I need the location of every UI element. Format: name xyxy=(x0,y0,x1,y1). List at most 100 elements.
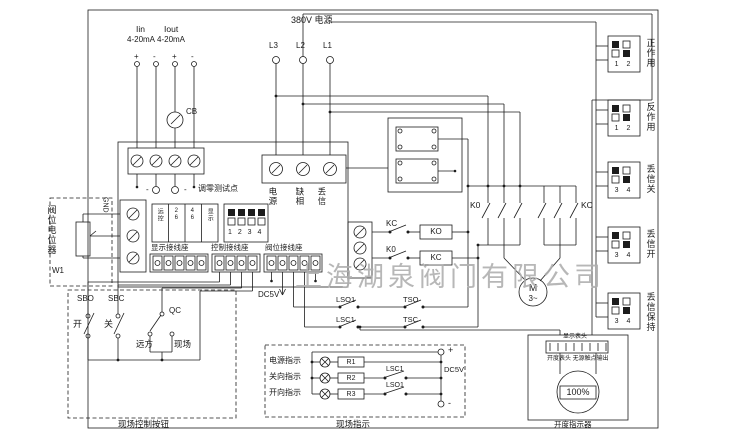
motor-label: M xyxy=(528,283,538,294)
polarity-minus-2: - xyxy=(191,52,194,61)
opening-value: 100% xyxy=(566,387,590,397)
open-ind-label: 开向指示 xyxy=(269,388,301,397)
local-control-bus xyxy=(88,358,200,362)
iout-label: Iout xyxy=(164,24,179,34)
power-ind-label: 电源指示 xyxy=(269,356,301,365)
display-block-label: 显示接线座 xyxy=(151,243,189,252)
lamp-row-openind xyxy=(312,386,441,400)
test-mark-right: - xyxy=(184,185,187,194)
power-terminal-block xyxy=(261,154,347,184)
lamp-row-close xyxy=(312,370,441,384)
sbo-button-symbol xyxy=(83,304,95,360)
dip-pins-3: 3 4 xyxy=(614,187,634,194)
gnd-label: GND xyxy=(101,197,109,213)
tsc-label: TSC xyxy=(403,315,418,324)
lso1-ind-label: LSO1 xyxy=(386,382,404,389)
dip-pins-1: 1 2 xyxy=(614,61,634,68)
kc-coil-label: KC xyxy=(430,253,442,262)
dip-switch-blocks xyxy=(596,35,641,330)
minus-label: - xyxy=(448,398,451,408)
lamp-row-power xyxy=(312,356,441,368)
limit-line-open xyxy=(293,299,468,309)
dc5v-ind-label: DC5V xyxy=(444,365,465,374)
gnd-terminal-block xyxy=(119,199,147,273)
lso1-label: LSO1 xyxy=(336,295,356,304)
polarity-plus-2: + xyxy=(172,52,177,61)
dip-pins-2: 1 2 xyxy=(614,125,634,132)
kc-contact-label: KC xyxy=(386,219,398,228)
phase-l3: L3 xyxy=(269,41,278,50)
k0-contact-label: K0 xyxy=(386,245,396,254)
interlock-row-close xyxy=(372,243,480,327)
config-col-4: 显示 xyxy=(206,208,213,222)
potentiometer-ref: W1 xyxy=(52,266,64,275)
sbo-label: SBO xyxy=(77,294,94,303)
power-input-wires xyxy=(272,13,653,335)
r3-label: R3 xyxy=(346,391,356,398)
motor-wires xyxy=(503,245,561,282)
display-unit-header: 显示表头 xyxy=(563,334,588,340)
config-col-1: 远控 xyxy=(156,208,163,222)
control-wires-down xyxy=(87,272,253,360)
indicator-signal-loss: 丢信 xyxy=(316,187,327,206)
cb-breaker-symbol xyxy=(166,111,184,129)
contactor-kc-poles xyxy=(537,186,579,246)
lsc1-label: LSC1 xyxy=(336,315,355,324)
valve-wires-down xyxy=(270,272,317,327)
dip-pins-5: 3 4 xyxy=(614,318,634,325)
phase-feed-wires xyxy=(274,94,576,203)
cb-label: CB xyxy=(186,107,198,116)
r1-label: R1 xyxy=(346,359,356,366)
indication-caption: 现场指示 xyxy=(336,419,371,429)
remote-label: 远方 xyxy=(136,339,154,349)
dip-pins-4: 3 4 xyxy=(614,252,634,259)
open-label: 开 xyxy=(73,319,83,329)
dip-label-3: 丢信关 xyxy=(645,164,656,194)
analog-input-wires xyxy=(134,61,197,148)
company-watermark: 上海湖泉阀门有限公司 xyxy=(295,262,605,292)
close-label: 关 xyxy=(104,319,114,329)
qc-selector-symbol xyxy=(147,311,175,360)
contactor-k0-poles xyxy=(478,202,523,246)
motor-phase-label: 3~ xyxy=(528,294,538,303)
config-table xyxy=(151,203,219,243)
dip-label-1: 正作用 xyxy=(645,38,656,68)
phase-relay-box xyxy=(346,117,468,193)
zero-test-points xyxy=(135,174,196,194)
k0-contactor-label: K0 xyxy=(470,200,481,210)
plus-label: + xyxy=(448,345,454,355)
iout-range: 4-20mA xyxy=(157,35,186,44)
dip-label-5: 丢信保持 xyxy=(645,292,656,332)
local-control-box xyxy=(67,289,237,419)
dip-label-4: 丢信开 xyxy=(645,229,656,259)
test-mark-left: - xyxy=(146,185,149,194)
display-unit-caption: 开度指示器 xyxy=(554,420,592,429)
close-ind-label: 关向指示 xyxy=(269,372,301,381)
config-col-2: 26 xyxy=(173,208,180,222)
iin-label: Iin xyxy=(136,24,145,34)
display-terminal-strip xyxy=(149,253,209,273)
potentiometer-label: 阀位电位器 xyxy=(46,205,57,255)
polarity-minus-1: - xyxy=(153,52,156,61)
sbc-label: SBC xyxy=(108,294,125,303)
local-control-caption: 现场控制按钮 xyxy=(118,419,170,429)
analog-terminal-block xyxy=(127,147,205,175)
kc-contactor-label: KC xyxy=(581,200,593,210)
interlock-row-open xyxy=(372,139,470,307)
tso-label: TSO xyxy=(403,295,419,304)
limit-line-close xyxy=(304,319,478,329)
indicator-phase-loss: 缺相 xyxy=(294,187,305,206)
potentiometer-symbol xyxy=(49,197,120,287)
dc5v-label: DC5V xyxy=(258,290,280,299)
dip-label-2: 反作用 xyxy=(645,102,656,132)
motor-symbol xyxy=(518,277,548,307)
outer-border xyxy=(87,9,659,429)
valve-terminal-strip xyxy=(263,253,323,273)
display-unit-box xyxy=(359,327,629,421)
power-title: 380V 电源 xyxy=(291,15,333,25)
iin-range: 4-20mA xyxy=(127,35,156,44)
polarity-plus-1: + xyxy=(134,52,139,61)
lsc1-ind-label: LSC1 xyxy=(386,366,404,373)
